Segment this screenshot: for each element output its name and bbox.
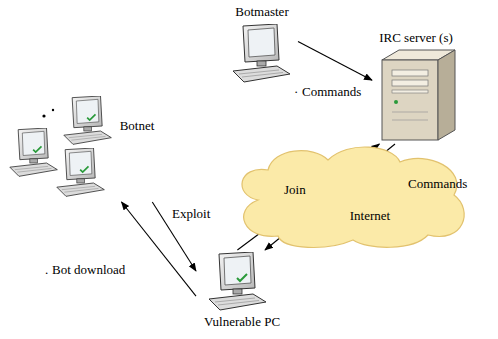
edge-label: Exploit — [172, 206, 210, 221]
node-label: Internet — [350, 208, 390, 223]
node-label: Botmaster — [235, 4, 288, 19]
server-tower — [382, 50, 455, 140]
edge-label: Bot download — [52, 262, 125, 277]
vulnerable-pc-node: Vulnerable PC — [196, 250, 288, 334]
internet-cloud: Internet — [228, 140, 474, 252]
cloud-outline — [242, 147, 464, 247]
botmaster-node: Botmaster — [226, 2, 298, 90]
vulnerable-computer — [209, 252, 266, 310]
edge-label: Commands — [302, 84, 361, 99]
node-label: IRC server (s) — [379, 30, 453, 45]
botnet-computers — [10, 96, 111, 196]
arrow-connector — [298, 42, 372, 81]
bullet-mark: · — [294, 84, 298, 99]
botnet-node: Botnet — [6, 90, 160, 202]
edge-label: Join — [284, 182, 306, 197]
botmaster-computer — [233, 24, 290, 82]
server-node: IRC server (s) — [372, 28, 464, 144]
edge-label: Commands — [408, 176, 467, 191]
cloud-shape — [228, 140, 474, 252]
bullet-mark: . — [45, 262, 48, 277]
node-label: Botnet — [120, 118, 155, 133]
node-label: Vulnerable PC — [204, 314, 280, 329]
